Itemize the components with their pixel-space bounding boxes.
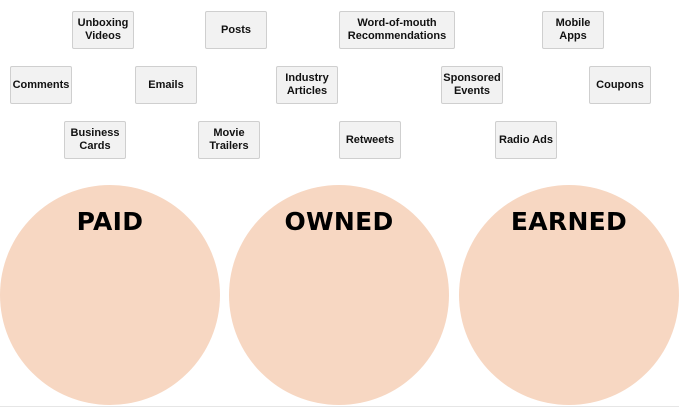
card-posts[interactable]: Posts [205,11,267,49]
card-comments[interactable]: Comments [10,66,72,104]
drop-zone-earned[interactable]: EARNED [459,185,679,405]
card-emails[interactable]: Emails [135,66,197,104]
category-title-earned: EARNED [510,207,628,236]
card-word-of-mouth[interactable]: Word-of-mouth Recommendations [339,11,455,49]
category-title-paid: PAID [76,207,144,236]
drop-zone-paid[interactable]: PAID [0,185,220,405]
category-title-owned: OWNED [284,207,394,236]
card-radio-ads[interactable]: Radio Ads [495,121,557,159]
card-business-cards[interactable]: Business Cards [64,121,126,159]
card-retweets[interactable]: Retweets [339,121,401,159]
card-unboxing-videos[interactable]: Unboxing Videos [72,11,134,49]
card-movie-trailers[interactable]: Movie Trailers [198,121,260,159]
card-sponsored-events[interactable]: Sponsored Events [441,66,503,104]
card-mobile-apps[interactable]: Mobile Apps [542,11,604,49]
bottom-divider [0,406,679,407]
card-coupons[interactable]: Coupons [589,66,651,104]
card-industry-articles[interactable]: Industry Articles [276,66,338,104]
drop-zone-owned[interactable]: OWNED [229,185,449,405]
